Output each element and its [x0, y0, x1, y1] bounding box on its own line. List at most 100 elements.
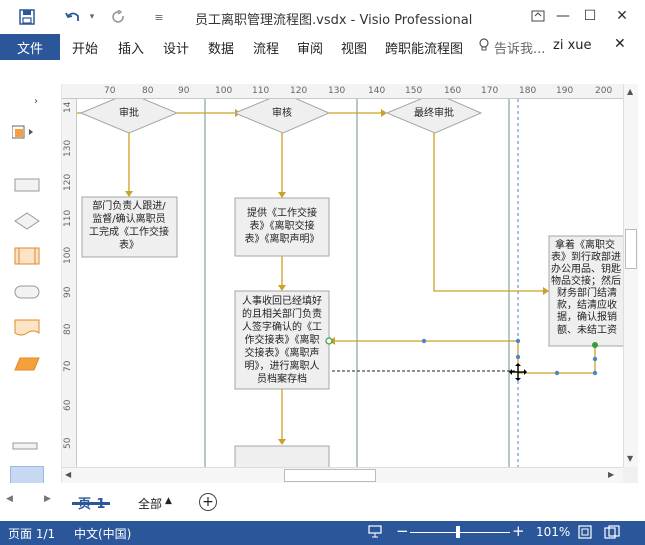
- ruler-tick: 170: [481, 86, 499, 96]
- process-box-dept-follow-up[interactable]: 部门负责人跟进/ 监督/确认离职员 工完成《工作交接 表》: [81, 196, 178, 258]
- presentation-mode-icon[interactable]: [368, 524, 382, 541]
- switch-windows-icon[interactable]: [604, 525, 620, 542]
- zoom-slider-track[interactable]: [410, 532, 510, 533]
- ribbon-display-icon[interactable]: [523, 4, 553, 28]
- box-text-line: 人签字确认的《工: [242, 320, 322, 333]
- scroll-right-icon[interactable]: ▶: [608, 470, 615, 479]
- scroll-stencil-icon[interactable]: [12, 440, 40, 454]
- ruler-tick: 50: [63, 437, 73, 449]
- all-pages-caret-icon[interactable]: ▲: [165, 496, 172, 506]
- connector-midpoint-handle[interactable]: [592, 370, 598, 376]
- subprocess-shape-icon[interactable]: [14, 247, 40, 268]
- ruler-tick: 110: [252, 86, 270, 96]
- connector[interactable]: [433, 133, 543, 292]
- ribbon-close-icon[interactable]: ✕: [614, 36, 626, 52]
- arrowhead: [125, 191, 133, 197]
- connector-midpoint-handle[interactable]: [421, 338, 427, 344]
- process-box-provide-forms[interactable]: 提供《工作交接 表》《离职交接 表》《离职声明》: [234, 197, 330, 257]
- box-text-line: 额、未结工资: [557, 323, 617, 336]
- page-nav-right-icon[interactable]: ▶: [44, 494, 51, 504]
- scroll-up-icon[interactable]: ▲: [627, 87, 634, 96]
- connector-midpoint-handle[interactable]: [515, 338, 521, 344]
- data-shape-icon[interactable]: [14, 357, 40, 374]
- zoom-level[interactable]: 101%: [536, 525, 571, 539]
- lightbulb-icon[interactable]: [478, 38, 490, 56]
- zoom-out-button[interactable]: −: [396, 522, 409, 540]
- scroll-left-icon[interactable]: ◀: [65, 470, 72, 479]
- language-indicator[interactable]: 中文(中国): [74, 527, 132, 541]
- box-text-line: 员档案存档: [257, 372, 307, 385]
- decision-review[interactable]: 审核: [233, 99, 331, 134]
- tab-process[interactable]: 流程: [253, 42, 280, 57]
- decision-shape-icon[interactable]: [14, 212, 40, 233]
- vertical-ruler: 14 130 120 110 100 90 80 70 60 50: [62, 99, 77, 467]
- tab-view[interactable]: 视图: [341, 42, 368, 57]
- tab-home[interactable]: 开始: [72, 42, 99, 57]
- connector-start-handle[interactable]: [592, 342, 598, 348]
- arrowhead: [278, 285, 286, 291]
- all-pages-button[interactable]: 全部: [138, 497, 163, 511]
- stencil-menu-icon[interactable]: [11, 124, 36, 143]
- undo-icon[interactable]: [60, 6, 86, 28]
- process-box-handover[interactable]: 拿着《离职交 表》到行政部进 办公用品、钥匙 物品交接；然后 财务部门结清 款，…: [548, 235, 623, 347]
- ruler-tick: 140: [368, 86, 386, 96]
- expand-shapes-icon[interactable]: ›: [34, 96, 38, 107]
- connector-midpoint-handle[interactable]: [515, 354, 521, 360]
- undo-dropdown-icon[interactable]: ▾: [89, 12, 95, 22]
- customize-toolbar-icon[interactable]: ≡: [154, 10, 164, 24]
- page-nav-left-icon[interactable]: ◀: [6, 494, 13, 504]
- diagram-svg: 审批 审核 最终审批 部门负责人跟进/ 监督/确认离职员 工完成《工作交接 表》…: [77, 99, 623, 467]
- decision-final-approve[interactable]: 最终审批: [385, 99, 483, 134]
- box-text-line: 作交接表》《离职: [245, 333, 320, 346]
- tab-data[interactable]: 数据: [208, 42, 235, 57]
- drawing-canvas[interactable]: 审批 审核 最终审批 部门负责人跟进/ 监督/确认离职员 工完成《工作交接 表》…: [77, 99, 623, 467]
- tab-review[interactable]: 审阅: [297, 42, 324, 57]
- ribbon-tabs: 文件 开始 插入 设计 数据 流程 审阅 视图 跨职能流程图 告诉我... zi…: [0, 34, 645, 60]
- restore-button[interactable]: ☐: [583, 8, 597, 24]
- scroll-corner: [623, 467, 638, 483]
- terminator-shape-icon[interactable]: [14, 285, 40, 302]
- ruler-tick: 120: [290, 86, 308, 96]
- ruler-tick: 110: [63, 209, 73, 227]
- connector-end-handle[interactable]: [325, 337, 333, 345]
- connector-midpoint-handle[interactable]: [592, 356, 598, 362]
- box-text-line: 监督/确认离职员: [92, 212, 165, 225]
- process-box-hr-archive[interactable]: 人事收回已经填好 的且相关部门负责 人签字确认的《工 作交接表》《离职 交接表》…: [234, 290, 330, 390]
- close-button[interactable]: ✕: [616, 8, 628, 24]
- tab-design[interactable]: 设计: [163, 42, 190, 57]
- arrowhead: [381, 109, 387, 117]
- vertical-scrollbar[interactable]: ▲ ▼: [623, 84, 638, 467]
- add-page-button[interactable]: +: [199, 493, 217, 511]
- minimize-button[interactable]: —: [556, 8, 570, 24]
- tell-me-search[interactable]: 告诉我...: [494, 42, 546, 57]
- horizontal-ruler: 70 80 90 100 110 120 130 140 150 160 170…: [62, 84, 624, 99]
- process-box-next[interactable]: [234, 445, 330, 467]
- save-icon[interactable]: [14, 6, 40, 28]
- zoom-in-button[interactable]: +: [512, 522, 525, 540]
- tab-insert[interactable]: 插入: [118, 42, 145, 57]
- decision-approve[interactable]: 审批: [79, 99, 179, 134]
- horizontal-scroll-thumb[interactable]: [284, 469, 376, 482]
- redo-icon[interactable]: [108, 6, 130, 28]
- scroll-down-icon[interactable]: ▼: [627, 454, 634, 463]
- ruler-tick: 200: [595, 86, 613, 96]
- page-indicator[interactable]: 页面 1/1: [8, 527, 56, 541]
- user-name[interactable]: zi xue: [553, 38, 592, 53]
- fit-page-icon[interactable]: [578, 525, 592, 542]
- connector-midpoint-handle[interactable]: [554, 370, 560, 376]
- vertical-scroll-thumb[interactable]: [625, 229, 637, 269]
- tab-page-1[interactable]: 页-1: [72, 483, 110, 512]
- box-text-line: 明》，进行离职人: [245, 359, 320, 372]
- ruler-tick: 70: [63, 360, 73, 372]
- tab-file[interactable]: 文件: [0, 34, 60, 60]
- box-text-line: 表》: [119, 238, 139, 251]
- title-bar: ▾ ≡ 员工离职管理流程图.vsdx - Visio Professional …: [0, 0, 645, 34]
- box-text-line: 的且相关部门负责: [242, 307, 322, 320]
- window-title: 员工离职管理流程图.vsdx - Visio Professional: [195, 13, 473, 28]
- horizontal-scrollbar[interactable]: ◀ ▶: [62, 467, 623, 483]
- ruler-tick: 190: [556, 86, 574, 96]
- zoom-slider-thumb[interactable]: [456, 526, 460, 538]
- process-shape-icon[interactable]: [14, 178, 40, 195]
- tab-cross-functional[interactable]: 跨职能流程图: [385, 42, 464, 57]
- document-shape-icon[interactable]: [14, 319, 40, 340]
